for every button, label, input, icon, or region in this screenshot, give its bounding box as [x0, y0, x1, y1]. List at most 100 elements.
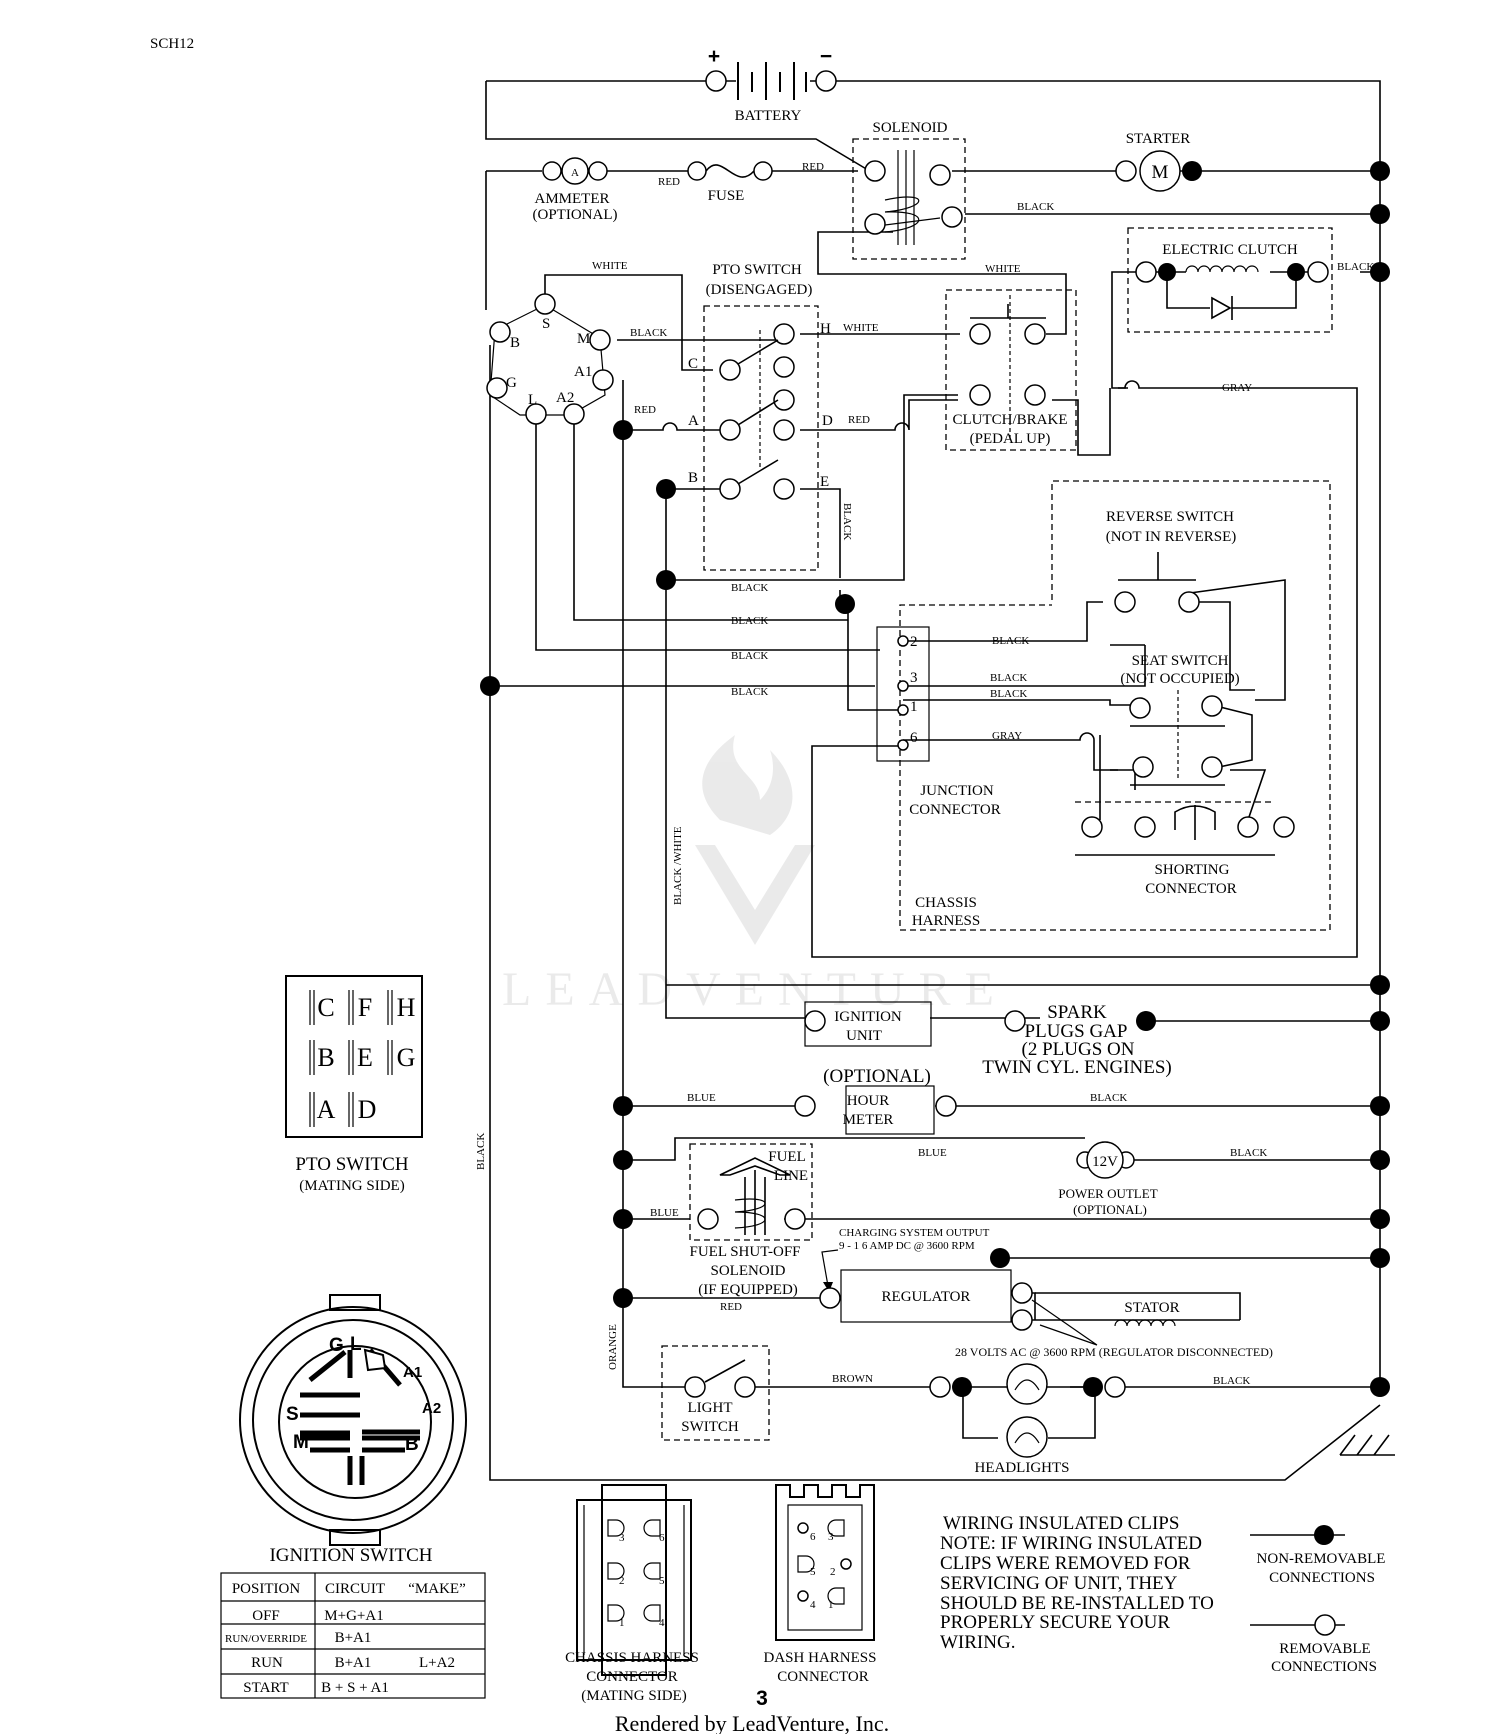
- dash-connector-label: DASH HARNESS: [764, 1650, 877, 1666]
- hour-meter-optional: (OPTIONAL): [823, 1066, 931, 1087]
- pto-terminal-c: C: [688, 356, 698, 372]
- stator-note: 28 VOLTS AC @ 3600 RPM (REGULATOR DISCON…: [955, 1345, 1273, 1359]
- wire-black-2: BLACK: [1337, 261, 1374, 273]
- legend-removable: REMOVABLE: [1279, 1641, 1370, 1657]
- pto-mating-side: C F H B E G A D PTO SWITCH (MATING SIDE): [285, 975, 423, 1194]
- seat-switch: SEAT SWITCH (NOT OCCUPIED): [1120, 653, 1240, 786]
- chassis-harness: CHASSIS HARNESS: [899, 480, 1331, 931]
- fuel-line-label-2: LINE: [774, 1168, 808, 1184]
- note-line-5: SHOULD BE RE-INSTALLED TO: [940, 1593, 1214, 1614]
- power-outlet-optional: (OPTIONAL): [1073, 1202, 1147, 1217]
- note-line-3: CLIPS WERE REMOVED FOR: [940, 1553, 1191, 1574]
- hour-meter-label-2: METER: [843, 1112, 894, 1128]
- ammeter-symbol: A: [571, 167, 579, 179]
- table-row-3-position: RUN: [251, 1655, 283, 1671]
- wire-white-2: WHITE: [985, 263, 1021, 275]
- electric-clutch-label: ELECTRIC CLUTCH: [1162, 242, 1298, 258]
- pto-mating-subtitle: (MATING SIDE): [299, 1178, 404, 1194]
- table-row-1-circuit: M+G+A1: [324, 1608, 383, 1624]
- fuel-shutoff-solenoid: FUEL LINE FUEL SHUT-OFF SOLENOID (IF EQU…: [689, 1143, 813, 1298]
- ignition-table: POSITION CIRCUIT “MAKE” OFF M+G+A1 RUN/O…: [220, 1572, 486, 1699]
- spark-label-1: SPARK: [1047, 1002, 1107, 1023]
- fuel-line-label: FUEL: [768, 1149, 806, 1165]
- wire-black-5: BLACK: [731, 582, 768, 594]
- table-row-1-position: OFF: [252, 1608, 280, 1624]
- dash-connector-label-2: CONNECTOR: [777, 1669, 868, 1685]
- wire-brown: BROWN: [832, 1373, 873, 1385]
- ignition-switch-face: G L A1 A2 S M B IGNITION SWITCH: [239, 1294, 467, 1566]
- charging-label: CHARGING SYSTEM OUTPUT: [839, 1227, 990, 1239]
- reverse-switch-state: (NOT IN REVERSE): [1106, 529, 1237, 545]
- wire-black-7: BLACK: [731, 650, 768, 662]
- power-outlet-label: POWER OUTLET: [1058, 1186, 1157, 1201]
- fuel-solenoid-label-2: SOLENOID: [711, 1263, 786, 1279]
- ammeter: A AMMETER (OPTIONAL): [533, 157, 617, 223]
- legend-non-removable: NON-REMOVABLE: [1257, 1551, 1386, 1567]
- pto-mating-g: G: [397, 1043, 416, 1072]
- pto-mating-e: E: [357, 1043, 373, 1072]
- chassis-pin-3: 3: [619, 1532, 625, 1544]
- chassis-pin-6: 6: [659, 1532, 665, 1544]
- starter-label: STARTER: [1126, 131, 1191, 147]
- wire-red-3: RED: [634, 404, 656, 416]
- dash-pin-3: 3: [828, 1531, 834, 1543]
- pto-terminal-h: H: [820, 321, 831, 337]
- spark-plugs: SPARK PLUGS GAP (2 PLUGS ON TWIN CYL. EN…: [982, 1002, 1171, 1078]
- note-line-6: PROPERLY SECURE YOUR: [940, 1612, 1170, 1633]
- dash-harness-connector: 6 3 5 2 4 1 DASH HARNESS CONNECTOR: [764, 1484, 877, 1685]
- chassis-harness-label-2: HARNESS: [912, 913, 980, 929]
- watermark: LEADVENTURE: [502, 735, 1008, 1016]
- wire-black-10: BLACK: [990, 672, 1027, 684]
- footer-credit: Rendered by LeadVenture, Inc.: [615, 1711, 889, 1734]
- regulator-label: REGULATOR: [882, 1289, 971, 1305]
- wiring-note: WIRING INSULATED CLIPS NOTE: IF WIRING I…: [940, 1513, 1214, 1653]
- pto-mating-c: C: [317, 993, 334, 1022]
- dash-pin-6: 6: [810, 1531, 816, 1543]
- wire-gray-2: GRAY: [992, 730, 1022, 742]
- power-outlet-symbol: 12V: [1092, 1154, 1118, 1170]
- reverse-switch-label: REVERSE SWITCH: [1106, 509, 1234, 525]
- wire-black-white: BLACK /WHITE: [672, 826, 684, 905]
- splice-dots: [480, 161, 1390, 1397]
- hour-meter-label: HOUR: [847, 1093, 890, 1109]
- watermark-text: LEADVENTURE: [502, 963, 1008, 1016]
- wire-red-1: RED: [658, 176, 680, 188]
- pto-switch-state: (DISENGAGED): [706, 282, 813, 298]
- dash-pin-2: 2: [830, 1566, 836, 1578]
- reverse-switch: REVERSE SWITCH (NOT IN REVERSE): [1106, 509, 1237, 613]
- light-switch: LIGHT SWITCH: [661, 1345, 770, 1441]
- note-line-4: SERVICING OF UNIT, THEY: [940, 1573, 1178, 1594]
- pto-terminal-e: E: [820, 474, 829, 490]
- seat-switch-state: (NOT OCCUPIED): [1120, 671, 1239, 687]
- table-header-position: POSITION: [232, 1581, 301, 1597]
- wire-red-2: RED: [802, 161, 824, 173]
- fuse: FUSE: [687, 161, 773, 204]
- table-row-2-position: RUN/OVERRIDE: [225, 1633, 307, 1645]
- solenoid-label: SOLENOID: [873, 120, 948, 136]
- pto-terminal-b: B: [688, 470, 698, 486]
- wire-orange: ORANGE: [607, 1324, 619, 1370]
- ground-symbol: [1339, 1434, 1395, 1456]
- wire-white-1: WHITE: [592, 260, 628, 272]
- shorting-label: SHORTING: [1155, 862, 1230, 878]
- battery-minus: −: [820, 45, 832, 68]
- page-code: SCH12: [150, 36, 194, 52]
- table-row-3-make: L+A2: [419, 1655, 455, 1671]
- note-line-7: WIRING.: [940, 1632, 1015, 1653]
- legend-removable-2: CONNECTIONS: [1271, 1659, 1377, 1675]
- wire-black-15: BLACK: [1213, 1375, 1250, 1387]
- table-row-4-circuit: B + S + A1: [321, 1680, 389, 1696]
- chassis-pin-4: 4: [659, 1617, 665, 1629]
- junction-label: JUNCTION: [920, 783, 993, 799]
- ign-face-b: B: [405, 1434, 419, 1455]
- ign-terminal-m: M: [577, 331, 590, 347]
- solenoid: SOLENOID: [852, 120, 966, 260]
- ign-face-a1: A1: [403, 1364, 422, 1381]
- seat-switch-label: SEAT SWITCH: [1132, 653, 1229, 669]
- headlights-label: HEADLIGHTS: [975, 1460, 1070, 1476]
- page-number: 3: [756, 1687, 768, 1710]
- stator-label: STATOR: [1124, 1300, 1179, 1316]
- note-line-2: NOTE: IF WIRING INSULATED: [940, 1533, 1202, 1554]
- ign-terminal-a2: A2: [556, 390, 574, 406]
- pto-mating-b: B: [317, 1043, 334, 1072]
